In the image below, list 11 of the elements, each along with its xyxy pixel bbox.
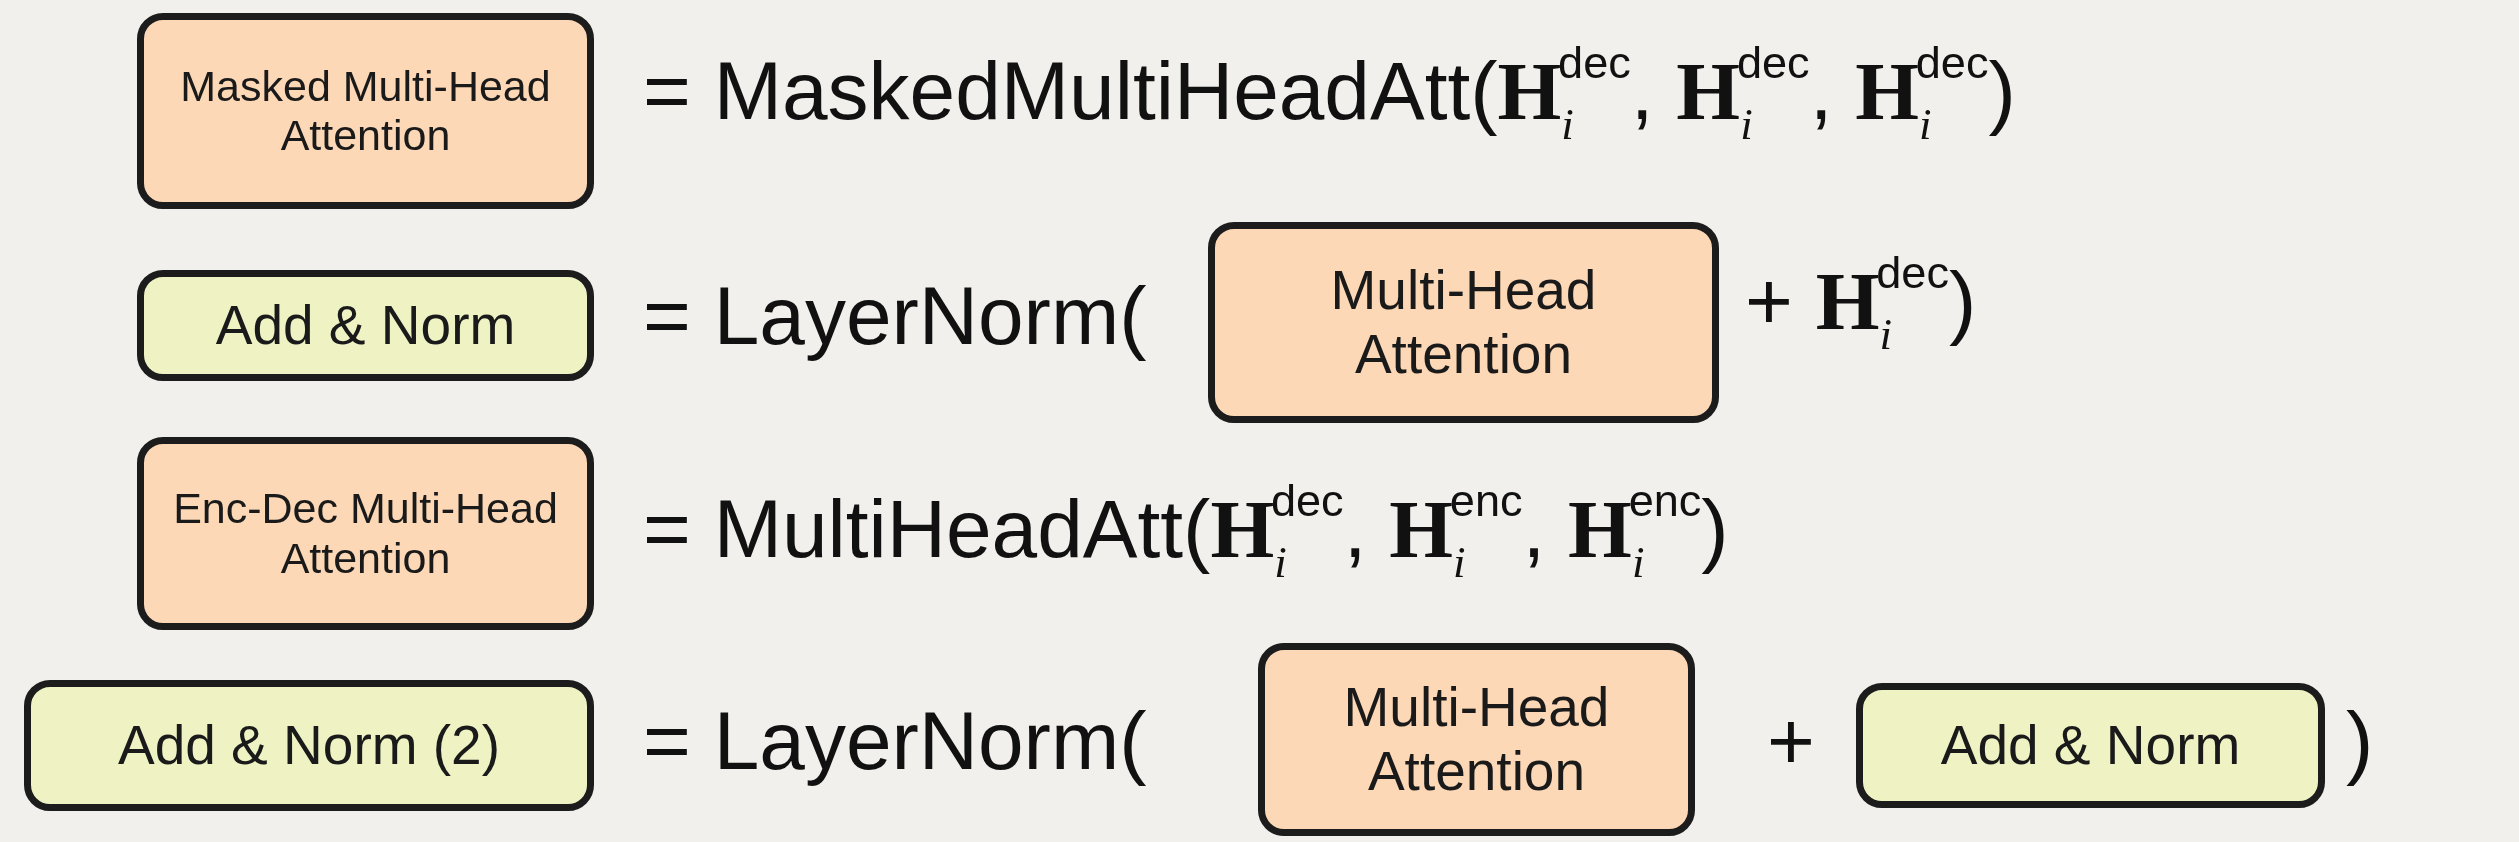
attention-block: Masked Multi-Head Attention bbox=[137, 13, 594, 209]
equation-text: + H$_{i}$$^{dec}$) bbox=[1745, 250, 1977, 357]
attention-block: Enc-Dec Multi-Head Attention bbox=[137, 437, 594, 630]
attention-block: Multi-Head Attention bbox=[1208, 222, 1719, 423]
attention-block: Multi-Head Attention bbox=[1258, 643, 1695, 836]
equation-text: = MaskedMultiHeadAtt(H$_{i}$$^{dec}$, H$_{i}$$^{dec}$, H$_{i}$$^{dec}$) bbox=[643, 40, 2016, 147]
equation-text: = MultiHeadAtt(H$_{i}$$^{dec}$, H$_{i}$$^{enc}$, H$_{i}$$^{enc}$) bbox=[643, 478, 1729, 585]
add-norm-block: Add & Norm bbox=[137, 270, 594, 381]
add-norm-block: Add & Norm (2) bbox=[24, 680, 594, 811]
equation-text: + bbox=[1767, 700, 1815, 782]
add-norm-block: Add & Norm bbox=[1856, 683, 2325, 808]
